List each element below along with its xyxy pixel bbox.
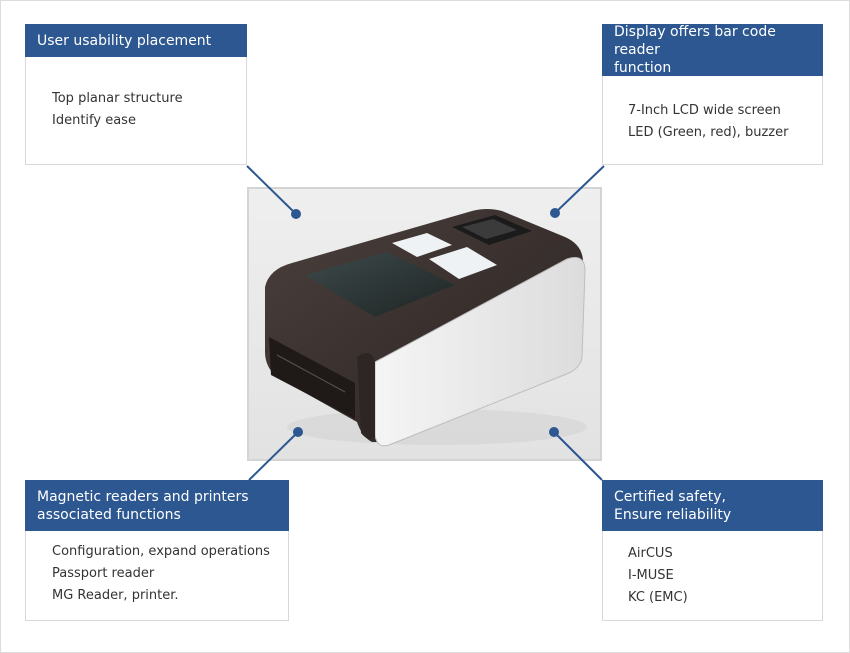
list-item: Passport reader <box>52 566 155 581</box>
list-item: LED (Green, red), buzzer <box>628 125 789 140</box>
list-item: Identify ease <box>52 113 136 128</box>
list-item: 7-Inch LCD wide screen <box>628 103 781 118</box>
feature-list-display: 7-Inch LCD wide screen LED (Green, red),… <box>628 100 788 144</box>
list-item: MG Reader, printer. <box>52 588 179 603</box>
list-item: AirCUS <box>628 546 673 561</box>
kiosk-device-image <box>247 187 602 461</box>
feature-title-magnetic: Magnetic readers and printers associated… <box>25 480 289 531</box>
feature-title-usability: User usability placement <box>25 24 247 57</box>
feature-list-usability: Top planar structure Identify ease <box>52 88 183 132</box>
feature-list-safety: AirCUS I-MUSE KC (EMC) <box>628 543 688 609</box>
feature-title-text: Magnetic readers and printers associated… <box>37 488 249 523</box>
list-item: I-MUSE <box>628 568 674 583</box>
feature-title-text: Certified safety, Ensure reliability <box>614 488 732 523</box>
feature-list-magnetic: Configuration, expand operations Passpor… <box>52 541 270 607</box>
list-item: Configuration, expand operations <box>52 544 270 559</box>
feature-title-text: User usability placement <box>37 32 212 49</box>
feature-title-safety: Certified safety, Ensure reliability <box>602 480 823 531</box>
list-item: Top planar structure <box>52 91 183 106</box>
list-item: KC (EMC) <box>628 590 688 605</box>
feature-title-text: Display offers bar code reader function <box>614 24 776 76</box>
feature-title-display: Display offers bar code reader function <box>602 24 823 76</box>
